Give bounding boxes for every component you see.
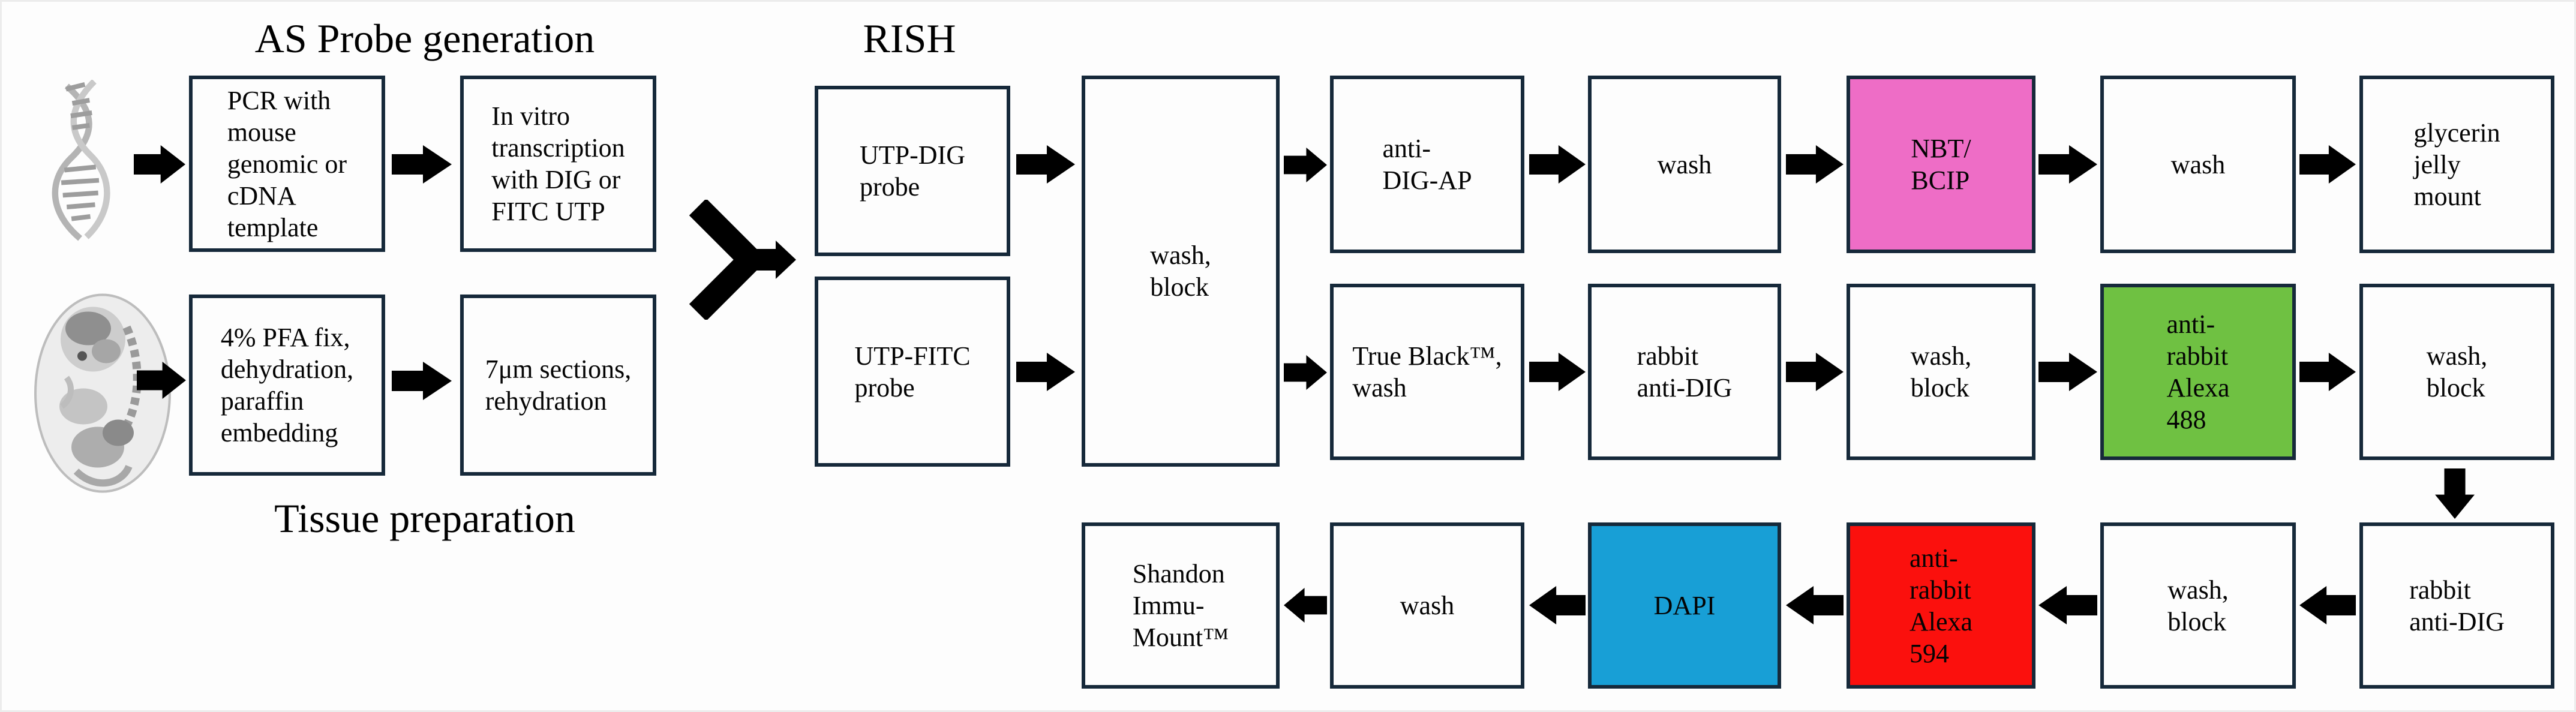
- box-wash-block-bottom: wash, block: [2100, 522, 2296, 689]
- box-rabbit-anti-dig-mid-label: rabbit anti-DIG: [1637, 341, 1733, 402]
- flow-arrow-right-icon: [2299, 145, 2356, 184]
- flow-arrow-right-icon: [1786, 145, 1844, 184]
- flow-arrow-right-icon: [1016, 353, 1075, 391]
- box-sections-rehydration-label: 7μm sections, rehydration: [485, 355, 632, 416]
- box-wash-top-2-label: wash: [2170, 149, 2226, 179]
- flow-arrow-right-icon: [1786, 353, 1844, 391]
- box-pcr-template: PCR with mouse genomic or cDNA template: [189, 76, 385, 252]
- box-rabbit-anti-dig-bottom-label: rabbit anti-DIG: [2409, 575, 2505, 636]
- box-wash-block-main-label: wash, block: [1150, 241, 1211, 302]
- box-in-vitro-transcription: In vitro transcription with DIG or FITC …: [460, 76, 656, 252]
- box-anti-dig-ap-label: anti- DIG-AP: [1382, 134, 1472, 195]
- box-true-black-wash: True Black™, wash: [1330, 284, 1524, 460]
- flow-arrow-left-icon: [1529, 586, 1586, 624]
- box-anti-rabbit-alexa-594: anti- rabbit Alexa 594: [1847, 522, 2035, 689]
- dna-helix-icon: [52, 80, 110, 241]
- box-utp-dig-probe: UTP-DIG probe: [815, 86, 1010, 256]
- flow-arrow-right-icon: [1529, 145, 1586, 184]
- box-utp-fitc-probe-label: UTP-FITC probe: [854, 341, 971, 402]
- flow-arrow-right-icon: [2038, 145, 2097, 184]
- section-title-as-probe-generation: AS Probe generation: [254, 16, 595, 61]
- box-utp-fitc-probe: UTP-FITC probe: [815, 277, 1010, 467]
- box-wash-block-main: wash, block: [1082, 76, 1280, 467]
- box-anti-dig-ap: anti- DIG-AP: [1330, 76, 1524, 253]
- box-nbt-bcip: NBT/ BCIP: [1847, 76, 2035, 253]
- box-glycerin-jelly-mount: glycerin jelly mount: [2359, 76, 2554, 253]
- box-anti-rabbit-alexa-488: anti- rabbit Alexa 488: [2100, 284, 2296, 460]
- box-pfa-fix-label: 4% PFA fix, dehydration, paraffin embedd…: [220, 323, 354, 447]
- box-wash-block-mid: wash, block: [1847, 284, 2035, 460]
- box-anti-rabbit-alexa-488-label: anti- rabbit Alexa 488: [2166, 310, 2230, 434]
- section-title-tissue-preparation: Tissue preparation: [274, 495, 575, 541]
- box-wash-block-mid-label: wash, block: [1910, 341, 1972, 402]
- flow-arrow-right-icon: [134, 145, 185, 184]
- flow-arrow-right-icon: [1016, 145, 1075, 184]
- box-wash-block-right-label: wash, block: [2426, 341, 2488, 402]
- flow-arrow-right-icon: [392, 145, 452, 184]
- box-shandon-immu-mount: Shandon Immu- Mount™: [1082, 522, 1280, 689]
- flow-arrow-right-icon: [1529, 353, 1586, 391]
- box-nbt-bcip-label: NBT/ BCIP: [1911, 134, 1971, 195]
- flow-arrow-left-icon: [2299, 586, 2356, 624]
- box-anti-rabbit-alexa-594-label: anti- rabbit Alexa 594: [1909, 543, 1973, 668]
- box-sections-rehydration: 7μm sections, rehydration: [460, 295, 656, 476]
- box-wash-top-1: wash: [1588, 76, 1781, 253]
- box-wash-block-right: wash, block: [2359, 284, 2554, 460]
- flow-arrow-left-icon: [2038, 586, 2097, 624]
- mouse-embryo-icon: [34, 293, 171, 493]
- flow-arrow-right-icon: [1284, 355, 1327, 390]
- section-title-rish: RISH: [863, 16, 956, 61]
- box-wash-block-bottom-label: wash, block: [2167, 575, 2229, 636]
- merge-arrow-icon: [689, 200, 796, 320]
- box-glycerin-jelly-mount-label: glycerin jelly mount: [2413, 118, 2500, 211]
- box-pcr-template-label: PCR with mouse genomic or cDNA template: [227, 85, 347, 242]
- flow-arrow-right-icon: [392, 362, 452, 400]
- flow-arrow-down-icon: [2435, 468, 2475, 519]
- box-true-black-wash-label: True Black™, wash: [1352, 341, 1502, 402]
- box-wash-bottom-label: wash: [1400, 591, 1455, 620]
- box-rabbit-anti-dig-mid: rabbit anti-DIG: [1588, 284, 1781, 460]
- box-wash-top-2: wash: [2100, 76, 2296, 253]
- flow-arrow-left-icon: [1284, 588, 1327, 623]
- flow-arrow-right-icon: [2038, 353, 2097, 391]
- box-wash-top-1-label: wash: [1657, 149, 1712, 179]
- box-in-vitro-transcription-label: In vitro transcription with DIG or FITC …: [491, 101, 625, 226]
- flow-arrow-right-icon: [2299, 353, 2356, 391]
- flow-arrow-right-icon: [137, 362, 186, 399]
- box-dapi-label: DAPI: [1653, 591, 1716, 620]
- box-dapi: DAPI: [1588, 522, 1781, 689]
- flow-arrow-left-icon: [1786, 586, 1844, 624]
- box-wash-bottom: wash: [1330, 522, 1524, 689]
- box-utp-dig-probe-label: UTP-DIG probe: [860, 140, 965, 202]
- box-shandon-immu-mount-label: Shandon Immu- Mount™: [1132, 559, 1229, 652]
- box-pfa-fix: 4% PFA fix, dehydration, paraffin embedd…: [189, 295, 385, 476]
- box-rabbit-anti-dig-bottom: rabbit anti-DIG: [2359, 522, 2554, 689]
- flow-arrow-right-icon: [1284, 148, 1327, 182]
